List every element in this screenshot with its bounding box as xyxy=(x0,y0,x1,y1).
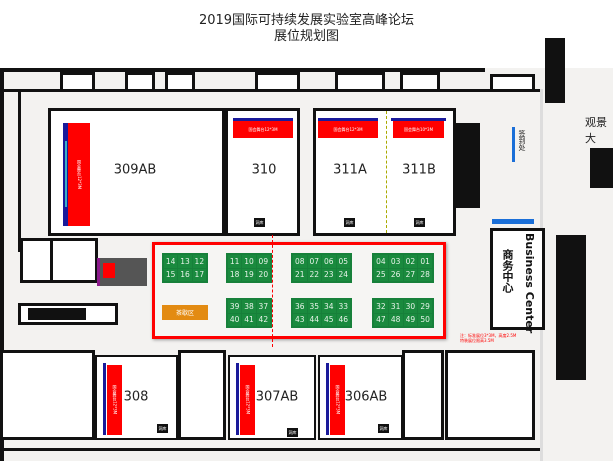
booth[interactable]: 18 xyxy=(228,268,242,281)
room-label: 311A xyxy=(333,162,367,178)
booth[interactable]: 03 xyxy=(388,255,403,268)
room-label: 306AB xyxy=(344,389,388,405)
booth[interactable]: 50 xyxy=(418,313,432,326)
room-label: 308 xyxy=(123,389,149,405)
booth[interactable]: 06 xyxy=(322,255,336,268)
booth[interactable]: 26 xyxy=(388,268,403,281)
stage: 国会舞台12*3M xyxy=(68,123,90,226)
booth[interactable]: 09 xyxy=(256,255,270,268)
booth[interactable]: 10 xyxy=(242,255,256,268)
booth[interactable]: 20 xyxy=(256,268,270,281)
booth[interactable]: 14 xyxy=(164,255,178,268)
door-sign: 洞库 xyxy=(287,428,298,437)
plan-title: 2019国际可持续发展实验室高峰论坛 xyxy=(198,13,415,28)
door-sign: 洞库 xyxy=(378,424,389,433)
room-311[interactable]: 国会舞台12*3M 国会舞台10*3M 洞库 洞库 xyxy=(313,108,456,236)
door-sign: 洞库 xyxy=(414,218,425,227)
sign-in-label: 签到处 xyxy=(518,130,526,151)
booth[interactable]: 17 xyxy=(192,268,206,281)
booth[interactable]: 12 xyxy=(192,255,206,268)
booth[interactable]: 29 xyxy=(418,300,432,313)
booth[interactable]: 35 xyxy=(307,300,321,313)
room-label: 307AB xyxy=(255,389,299,405)
booth[interactable]: 04 xyxy=(374,255,388,268)
booth[interactable]: 13 xyxy=(178,255,192,268)
booth[interactable]: 43 xyxy=(293,313,307,326)
booth[interactable]: 02 xyxy=(403,255,418,268)
booth[interactable]: 46 xyxy=(336,313,350,326)
booth[interactable]: 25 xyxy=(374,268,388,281)
room-label: 311B xyxy=(402,162,436,178)
booth[interactable]: 33 xyxy=(336,300,350,313)
booth[interactable]: 23 xyxy=(322,268,336,281)
booth[interactable]: 37 xyxy=(256,300,270,313)
room-306ab[interactable]: 国会舞台12*3M 洞库 xyxy=(318,355,403,440)
booth[interactable]: 22 xyxy=(307,268,321,281)
note-line: 注：标准展位3*3M，高度2.5M xyxy=(460,333,517,338)
booth[interactable]: 34 xyxy=(322,300,336,313)
door-sign: 洞库 xyxy=(254,218,265,227)
room-310[interactable]: 国会舞台12*3M 洞库 xyxy=(225,108,300,236)
door-sign: 洞库 xyxy=(344,218,355,227)
restroom-block xyxy=(0,350,95,440)
booth[interactable]: 19 xyxy=(242,268,256,281)
booth[interactable]: 40 xyxy=(228,313,242,326)
booth[interactable]: 48 xyxy=(388,313,403,326)
booth[interactable]: 42 xyxy=(256,313,270,326)
booth[interactable]: 05 xyxy=(336,255,350,268)
plan-subtitle: 展位规划图 xyxy=(273,29,339,44)
booth[interactable]: 11 xyxy=(228,255,242,268)
booth[interactable]: 45 xyxy=(322,313,336,326)
divider-line xyxy=(272,235,273,347)
viewing-hall-label: 观景大 xyxy=(585,116,607,145)
booth[interactable]: 47 xyxy=(374,313,388,326)
booth[interactable]: 49 xyxy=(403,313,418,326)
tea-break-area: 茶歇区 xyxy=(162,305,208,320)
booth[interactable]: 24 xyxy=(336,268,350,281)
business-center-en: Business Center xyxy=(523,233,536,334)
booth[interactable]: 36 xyxy=(293,300,307,313)
booth[interactable]: 16 xyxy=(178,268,192,281)
stage: 国会舞台12*3M xyxy=(233,121,293,138)
service-block xyxy=(178,350,226,440)
stair-block xyxy=(445,350,535,440)
booth[interactable]: 08 xyxy=(293,255,307,268)
room-309ab[interactable]: 国会舞台12*3M xyxy=(48,108,225,236)
stage: 国会舞台10*3M xyxy=(393,121,444,138)
business-center[interactable]: 商务中心 Business Center xyxy=(490,228,545,334)
booth[interactable]: 32 xyxy=(374,300,388,313)
booth[interactable]: 44 xyxy=(307,313,321,326)
booth[interactable]: 30 xyxy=(403,300,418,313)
booth[interactable]: 31 xyxy=(388,300,403,313)
booth[interactable]: 38 xyxy=(242,300,256,313)
booth[interactable]: 01 xyxy=(418,255,432,268)
stage: 国会舞台12*3M xyxy=(330,365,345,435)
stage: 国会舞台12*3M xyxy=(107,365,122,435)
door-sign: 洞库 xyxy=(157,424,168,433)
booth[interactable]: 41 xyxy=(242,313,256,326)
stage: 国会舞台12*3M xyxy=(318,121,378,138)
room-308[interactable]: 国会舞台12*3M 洞库 xyxy=(95,355,178,440)
booth[interactable]: 07 xyxy=(307,255,321,268)
booth[interactable]: 39 xyxy=(228,300,242,313)
stage: 国会舞台12*3M xyxy=(240,365,255,435)
booth-note: 注：标准展位3*3M，高度2.5M 特装展位限高3.5M xyxy=(460,333,516,343)
booth[interactable]: 21 xyxy=(293,268,307,281)
room-307ab[interactable]: 国会舞台12*3M 洞库 xyxy=(228,355,316,440)
note-line: 特装展位限高3.5M xyxy=(460,338,494,343)
booth[interactable]: 28 xyxy=(418,268,432,281)
booth[interactable]: 15 xyxy=(164,268,178,281)
room-label: 310 xyxy=(251,162,277,178)
restroom-block xyxy=(402,350,444,440)
booth[interactable]: 27 xyxy=(403,268,418,281)
room-label: 309AB xyxy=(113,162,157,178)
business-center-cn: 商务中心 xyxy=(501,249,514,293)
